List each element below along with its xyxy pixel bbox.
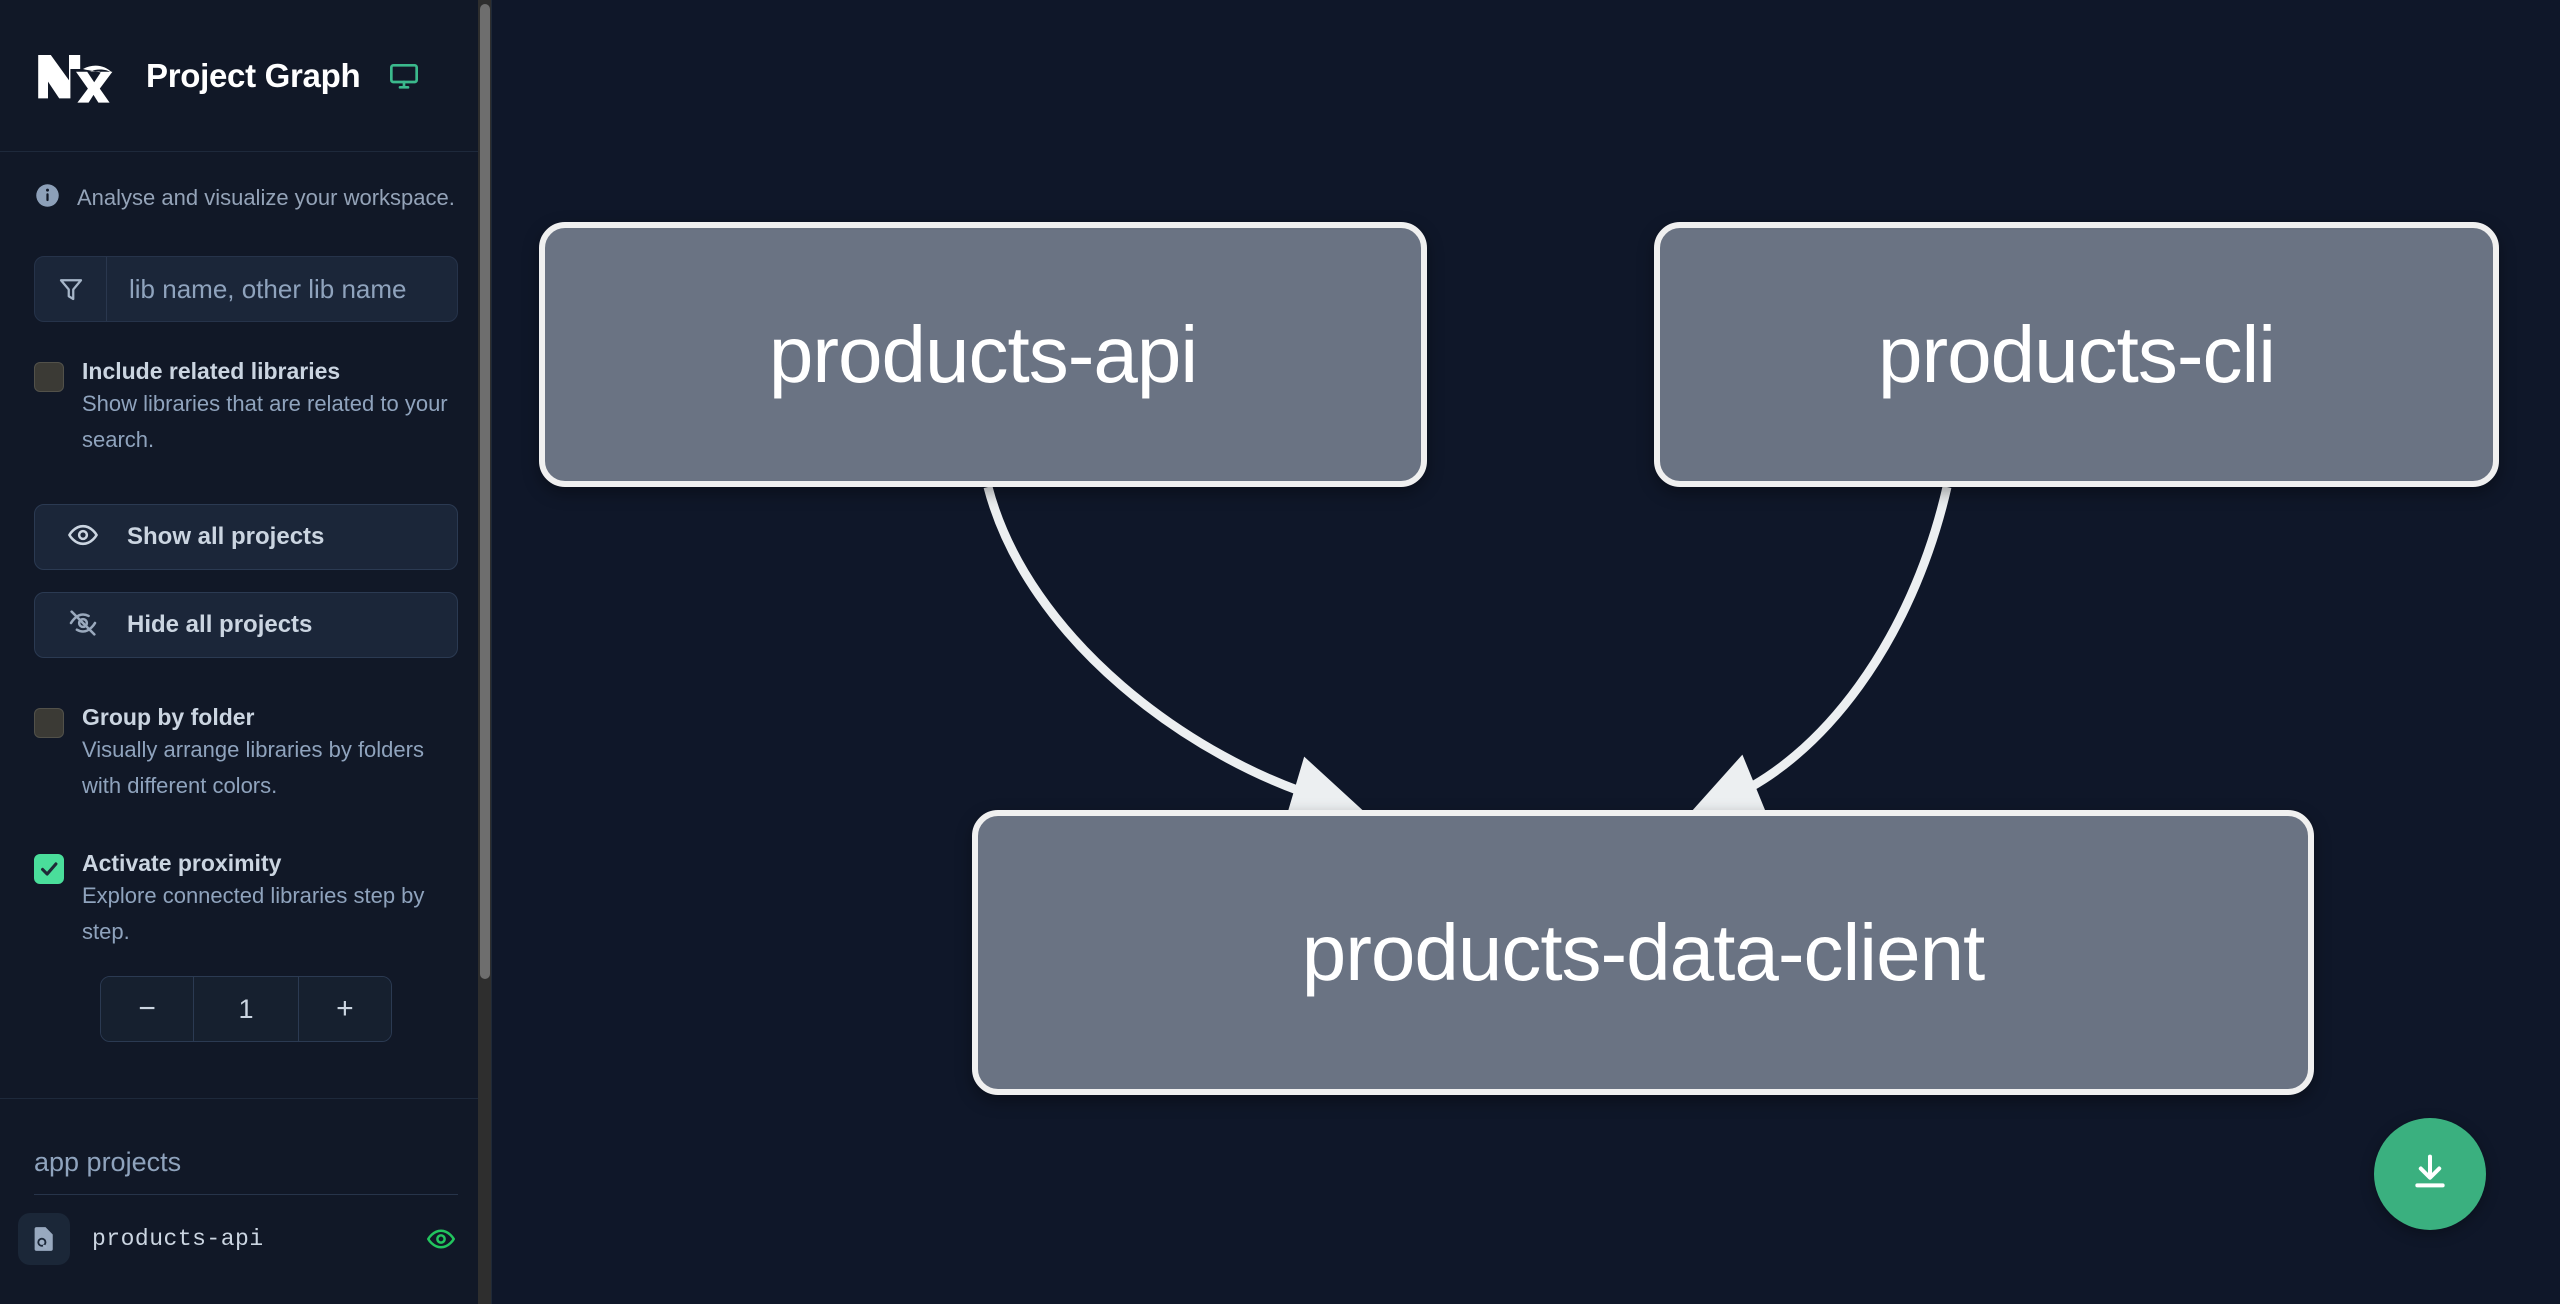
increment-button[interactable]: + xyxy=(297,977,391,1041)
eye-slash-icon xyxy=(67,607,99,644)
sidebar-scrollbar-thumb[interactable] xyxy=(480,4,490,979)
edge-products-api-to-products-data-client xyxy=(983,485,1364,824)
option-activate-proximity[interactable]: Activate proximity Explore connected lib… xyxy=(0,848,492,950)
search-field[interactable] xyxy=(34,256,458,322)
sidebar-scrollbar[interactable] xyxy=(478,0,492,1304)
project-list: products-api xyxy=(0,1195,492,1283)
download-button[interactable] xyxy=(2374,1118,2486,1230)
sidebar: Project Graph Analyse and visualize your… xyxy=(0,0,492,1304)
option-label: Activate proximity xyxy=(82,850,282,876)
eye-icon xyxy=(67,519,99,556)
document-search-icon xyxy=(18,1213,70,1265)
graph-node-label: products-api xyxy=(768,309,1198,399)
graph-node-products-cli[interactable]: products-cli xyxy=(1654,222,2499,487)
option-text-group: Activate proximity Explore connected lib… xyxy=(82,848,452,950)
sidebar-divider xyxy=(0,1098,492,1099)
option-text-group: Group by folder Visually arrange librari… xyxy=(82,702,452,804)
project-name: products-api xyxy=(92,1226,264,1252)
graph-node-label: products-data-client xyxy=(1301,907,1986,997)
download-icon xyxy=(2407,1149,2453,1200)
option-group-by-folder[interactable]: Group by folder Visually arrange librari… xyxy=(0,702,492,804)
search-input[interactable] xyxy=(107,257,457,321)
decrement-button[interactable]: − xyxy=(101,977,195,1041)
graph-node-products-api[interactable]: products-api xyxy=(539,222,1427,487)
filter-icon xyxy=(35,257,107,321)
proximity-depth-stepper[interactable]: − 1 + xyxy=(100,976,392,1042)
option-include-related-libraries[interactable]: Include related libraries Show libraries… xyxy=(0,356,492,458)
checkbox-include-related-libraries[interactable] xyxy=(34,362,64,392)
edge-products-cli-to-products-data-client xyxy=(1689,485,1952,820)
list-item[interactable]: products-api xyxy=(0,1195,492,1283)
show-all-projects-label: Show all projects xyxy=(127,523,325,550)
graph-node-products-data-client[interactable]: products-data-client xyxy=(972,810,2314,1095)
info-icon xyxy=(34,182,61,214)
option-description: Show libraries that are related to your … xyxy=(82,391,448,452)
sidebar-header: Project Graph xyxy=(0,0,492,152)
graph-node-label: products-cli xyxy=(1877,309,2276,399)
workspace-description: Analyse and visualize your workspace. xyxy=(0,152,492,214)
graph-canvas[interactable]: products-api products-cli products-data-… xyxy=(492,0,2560,1304)
hide-all-projects-button[interactable]: Hide all projects xyxy=(34,592,458,658)
option-text-group: Include related libraries Show libraries… xyxy=(82,356,452,458)
option-label: Group by folder xyxy=(82,704,255,730)
hide-all-projects-label: Hide all projects xyxy=(127,611,313,638)
graph-edges xyxy=(983,485,1952,824)
sidebar-right-border xyxy=(491,0,492,1304)
monitor-icon[interactable] xyxy=(386,58,422,94)
option-description: Explore connected libraries step by step… xyxy=(82,883,425,944)
nx-logo xyxy=(34,48,118,104)
app-projects-header: app projects xyxy=(34,1147,458,1195)
project-visibility-eye-icon[interactable] xyxy=(424,1224,458,1254)
stepper-value: 1 xyxy=(194,977,298,1041)
workspace-description-text: Analyse and visualize your workspace. xyxy=(77,185,455,210)
option-description: Visually arrange libraries by folders wi… xyxy=(82,737,424,798)
page-title: Project Graph xyxy=(146,56,361,94)
option-label: Include related libraries xyxy=(82,358,341,384)
show-all-projects-button[interactable]: Show all projects xyxy=(34,504,458,570)
checkbox-activate-proximity[interactable] xyxy=(34,854,64,884)
checkbox-group-by-folder[interactable] xyxy=(34,708,64,738)
